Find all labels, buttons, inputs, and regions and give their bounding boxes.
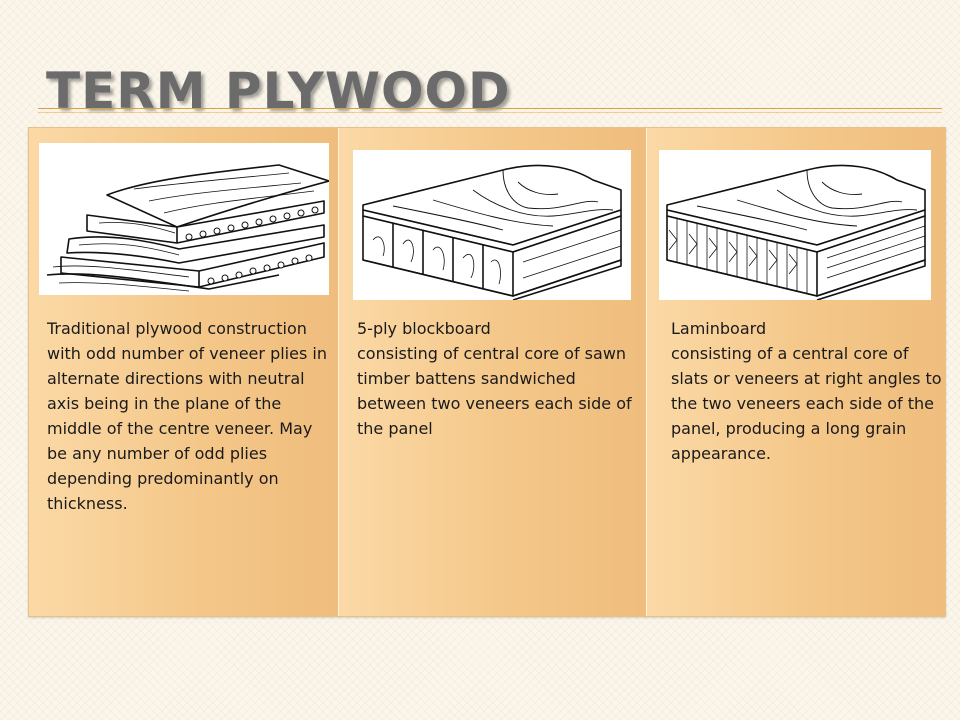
blockboard-description: 5-ply blockboard consisting of central c… [357, 316, 643, 441]
blockboard-drawing [362, 164, 622, 300]
traditional-plywood-illustration [39, 143, 329, 295]
column-laminboard: Laminboard consisting of a central core … [647, 128, 945, 616]
traditional-plywood-description: Traditional plywood construction with od… [47, 316, 333, 516]
laminboard-drawing [666, 164, 926, 300]
column-blockboard: 5-ply blockboard consisting of central c… [339, 128, 647, 616]
column-traditional-plywood: Traditional plywood construction with od… [29, 128, 339, 616]
plywood-layers-drawing [46, 164, 329, 292]
traditional-plywood-heading: Traditional plywood construction [47, 319, 307, 338]
title-underline-shadow [38, 112, 942, 113]
laminboard-heading: Laminboard [671, 319, 767, 338]
blockboard-illustration [353, 150, 631, 300]
laminboard-body: consisting of a central core of slats or… [671, 344, 942, 463]
blockboard-body: consisting of central core of sawn timbe… [357, 344, 632, 438]
laminboard-illustration [659, 150, 931, 300]
title-underline [38, 108, 942, 109]
traditional-plywood-body: with odd number of veneer plies in alter… [47, 344, 327, 513]
blockboard-heading: 5-ply blockboard [357, 319, 491, 338]
laminboard-description: Laminboard consisting of a central core … [671, 316, 943, 466]
comparison-table: Traditional plywood construction with od… [28, 127, 946, 617]
slide-title: TERM PLYWOOD [46, 62, 511, 120]
